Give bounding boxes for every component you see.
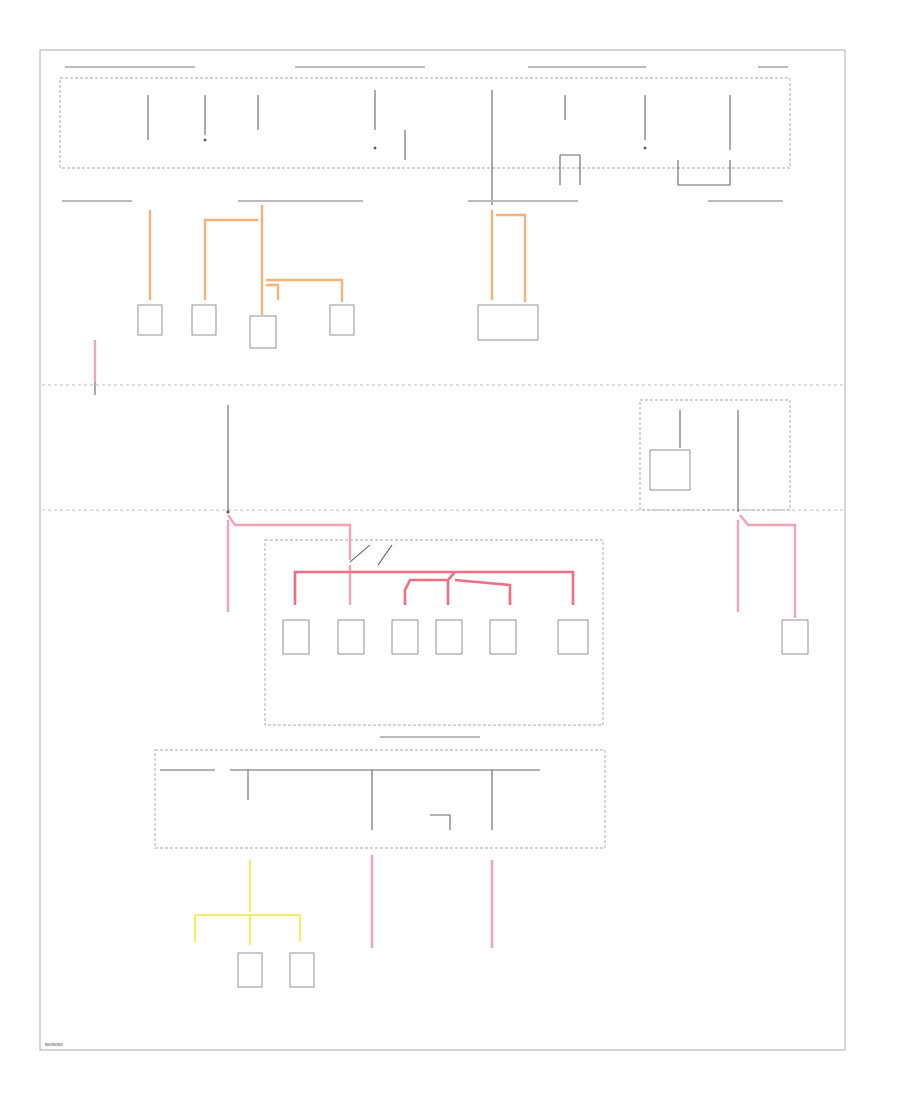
diagram-code: WD0000 [45,1042,63,1047]
fuse-block-mid [639,399,791,511]
bottom-fuse-section [160,769,540,988]
diagram-frame [39,49,846,1051]
fuse-block-bottom [154,749,606,849]
transmission-box [264,539,604,726]
fine-print-labels [62,66,788,738]
middle-fuse-section [226,405,809,655]
top-fuse-section [93,90,731,395]
fuse-block-top [59,77,791,169]
